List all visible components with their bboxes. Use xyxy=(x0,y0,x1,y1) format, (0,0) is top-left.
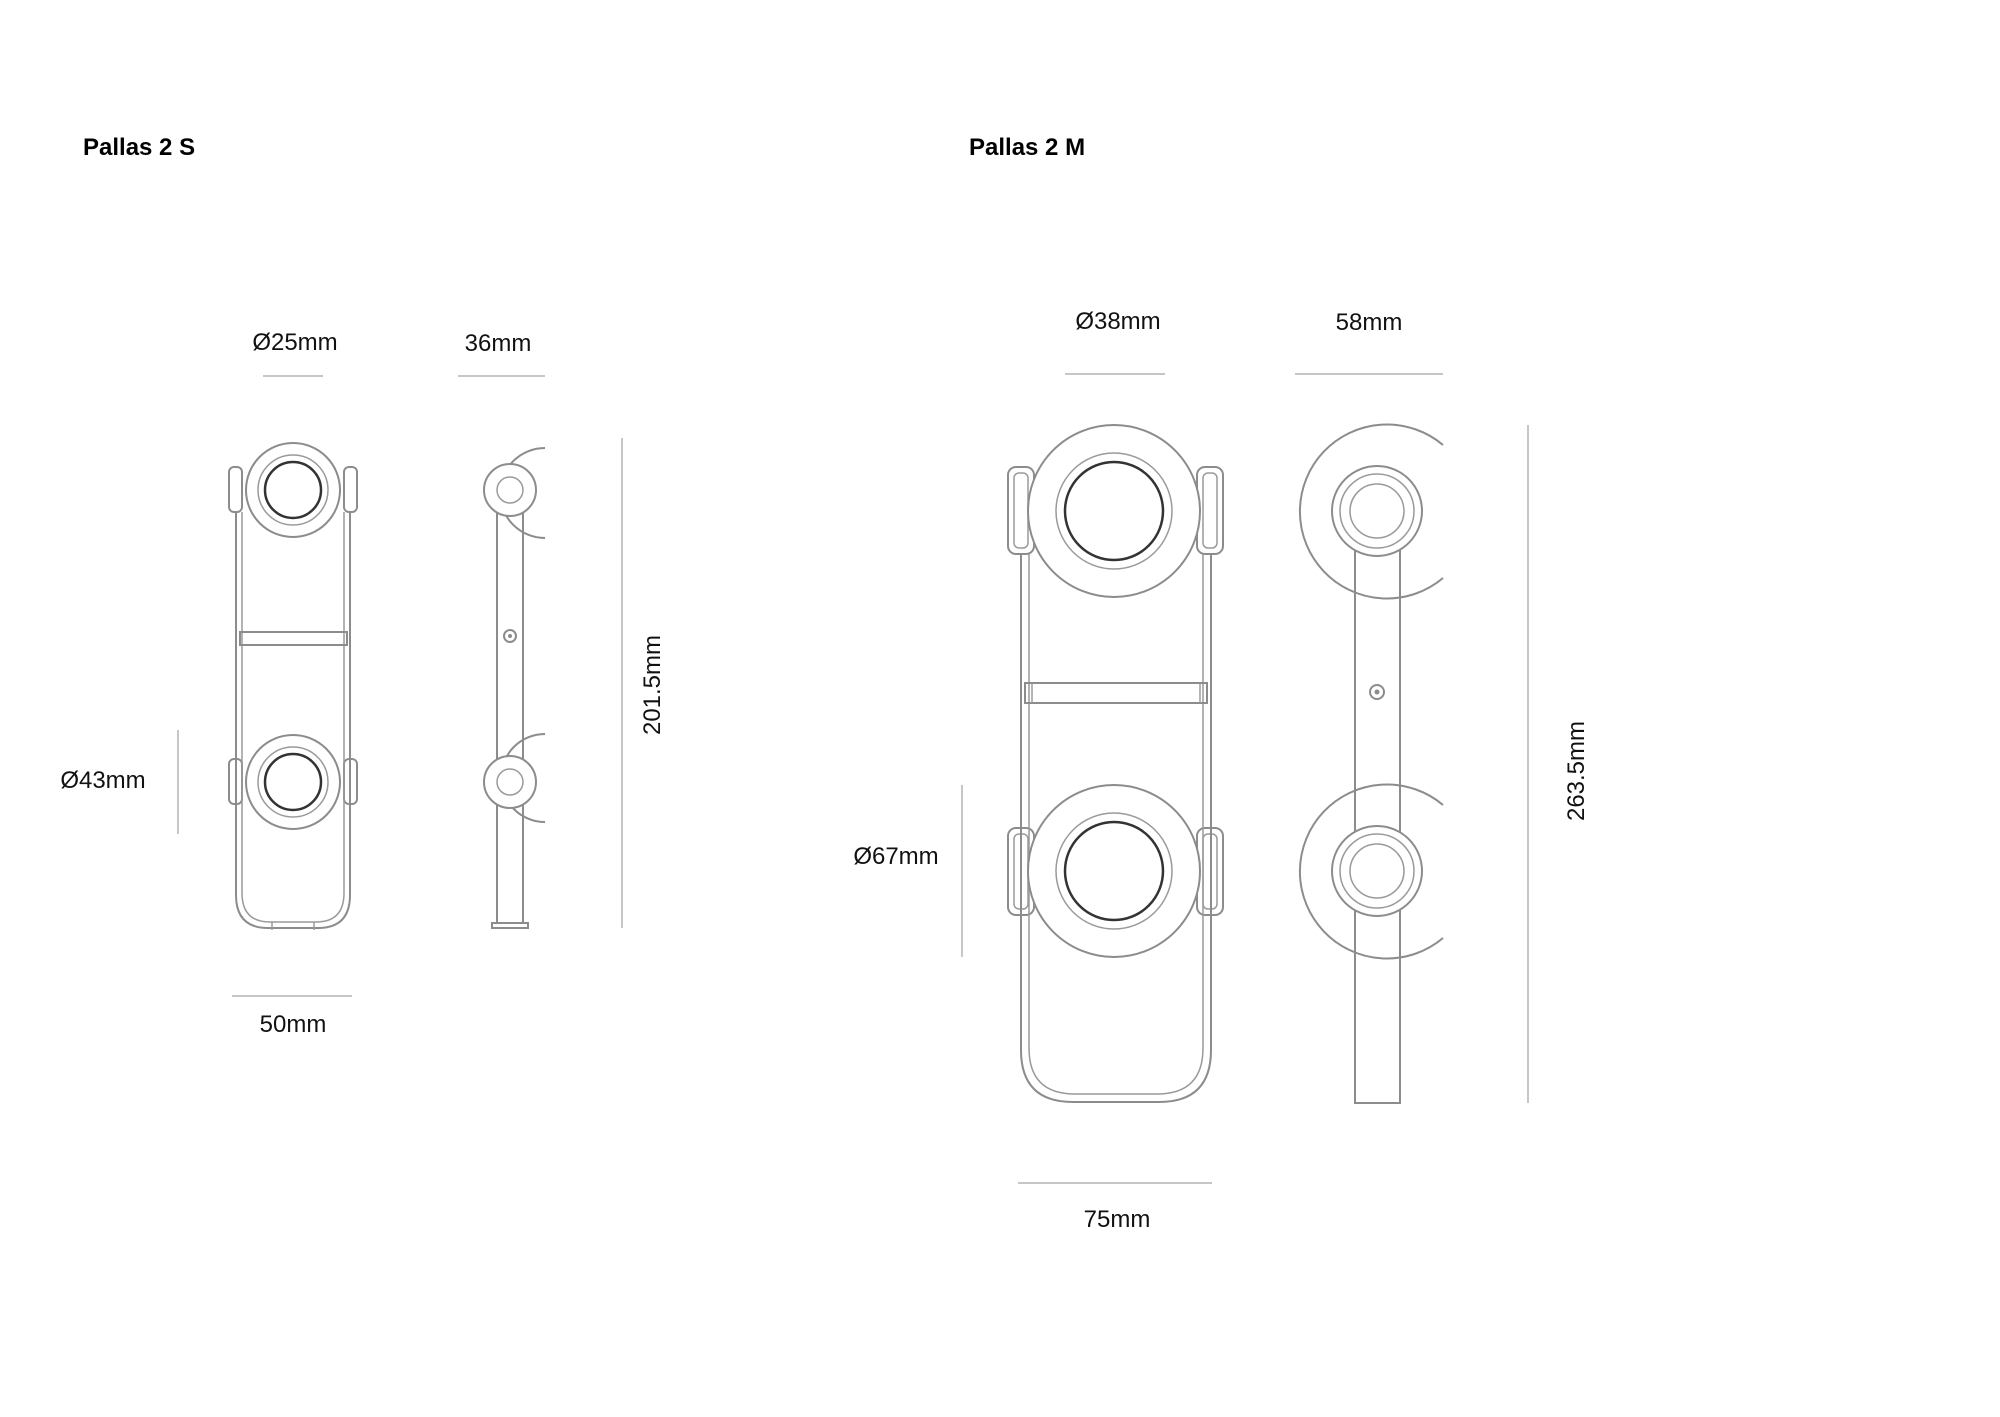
dim-label-depth: 36mm xyxy=(465,330,532,357)
side-base xyxy=(491,922,529,929)
dim-label-width: 50mm xyxy=(260,1011,327,1038)
side-hub-top xyxy=(483,463,537,517)
product-title-small: Pallas 2 S xyxy=(83,134,195,161)
side-hub-bottom xyxy=(483,755,537,809)
side-hub-bottom xyxy=(1331,825,1423,917)
side-screw xyxy=(1369,684,1385,700)
front-view-medium xyxy=(1007,424,1224,1103)
frame-inner-outline xyxy=(1028,554,1204,1095)
crossbar xyxy=(1024,682,1208,704)
head-top xyxy=(245,442,341,538)
lens-bottom xyxy=(1063,820,1165,922)
head-bottom xyxy=(245,734,341,830)
frame-inner-outline xyxy=(241,512,345,923)
dim-label-lens: Ø38mm xyxy=(1075,308,1160,335)
dim-label-height: 201.5mm xyxy=(639,635,666,735)
dim-label-height: 263.5mm xyxy=(1563,721,1590,821)
dim-label-head: Ø67mm xyxy=(853,843,938,870)
side-head-top xyxy=(1298,423,1444,600)
lens-top xyxy=(1063,460,1165,562)
side-arm xyxy=(1354,510,1401,1104)
side-clip-left-top xyxy=(228,466,243,513)
side-screw xyxy=(503,629,517,643)
dim-label-head: Ø43mm xyxy=(60,767,145,794)
side-hub-top xyxy=(1331,465,1423,557)
product-medium: Pallas 2 M xyxy=(853,134,1590,1233)
side-arm xyxy=(496,492,524,924)
side-clip-right-top xyxy=(343,466,358,513)
side-view-medium xyxy=(1298,423,1444,1104)
product-small: Pallas 2 S xyxy=(60,134,666,1038)
head-bottom xyxy=(1027,784,1201,958)
frame-outline xyxy=(235,512,351,929)
dim-label-depth: 58mm xyxy=(1336,309,1403,336)
frame-outline xyxy=(1020,554,1212,1103)
dim-label-lens: Ø25mm xyxy=(252,329,337,356)
side-head-bottom xyxy=(1298,783,1444,960)
product-title-medium: Pallas 2 M xyxy=(969,134,1085,161)
side-view-small xyxy=(483,447,546,929)
lens-top xyxy=(263,460,323,520)
lens-bottom xyxy=(263,752,323,812)
front-view-small xyxy=(228,442,358,930)
crossbar xyxy=(239,631,348,646)
dim-label-width: 75mm xyxy=(1084,1206,1151,1233)
head-top xyxy=(1027,424,1201,598)
